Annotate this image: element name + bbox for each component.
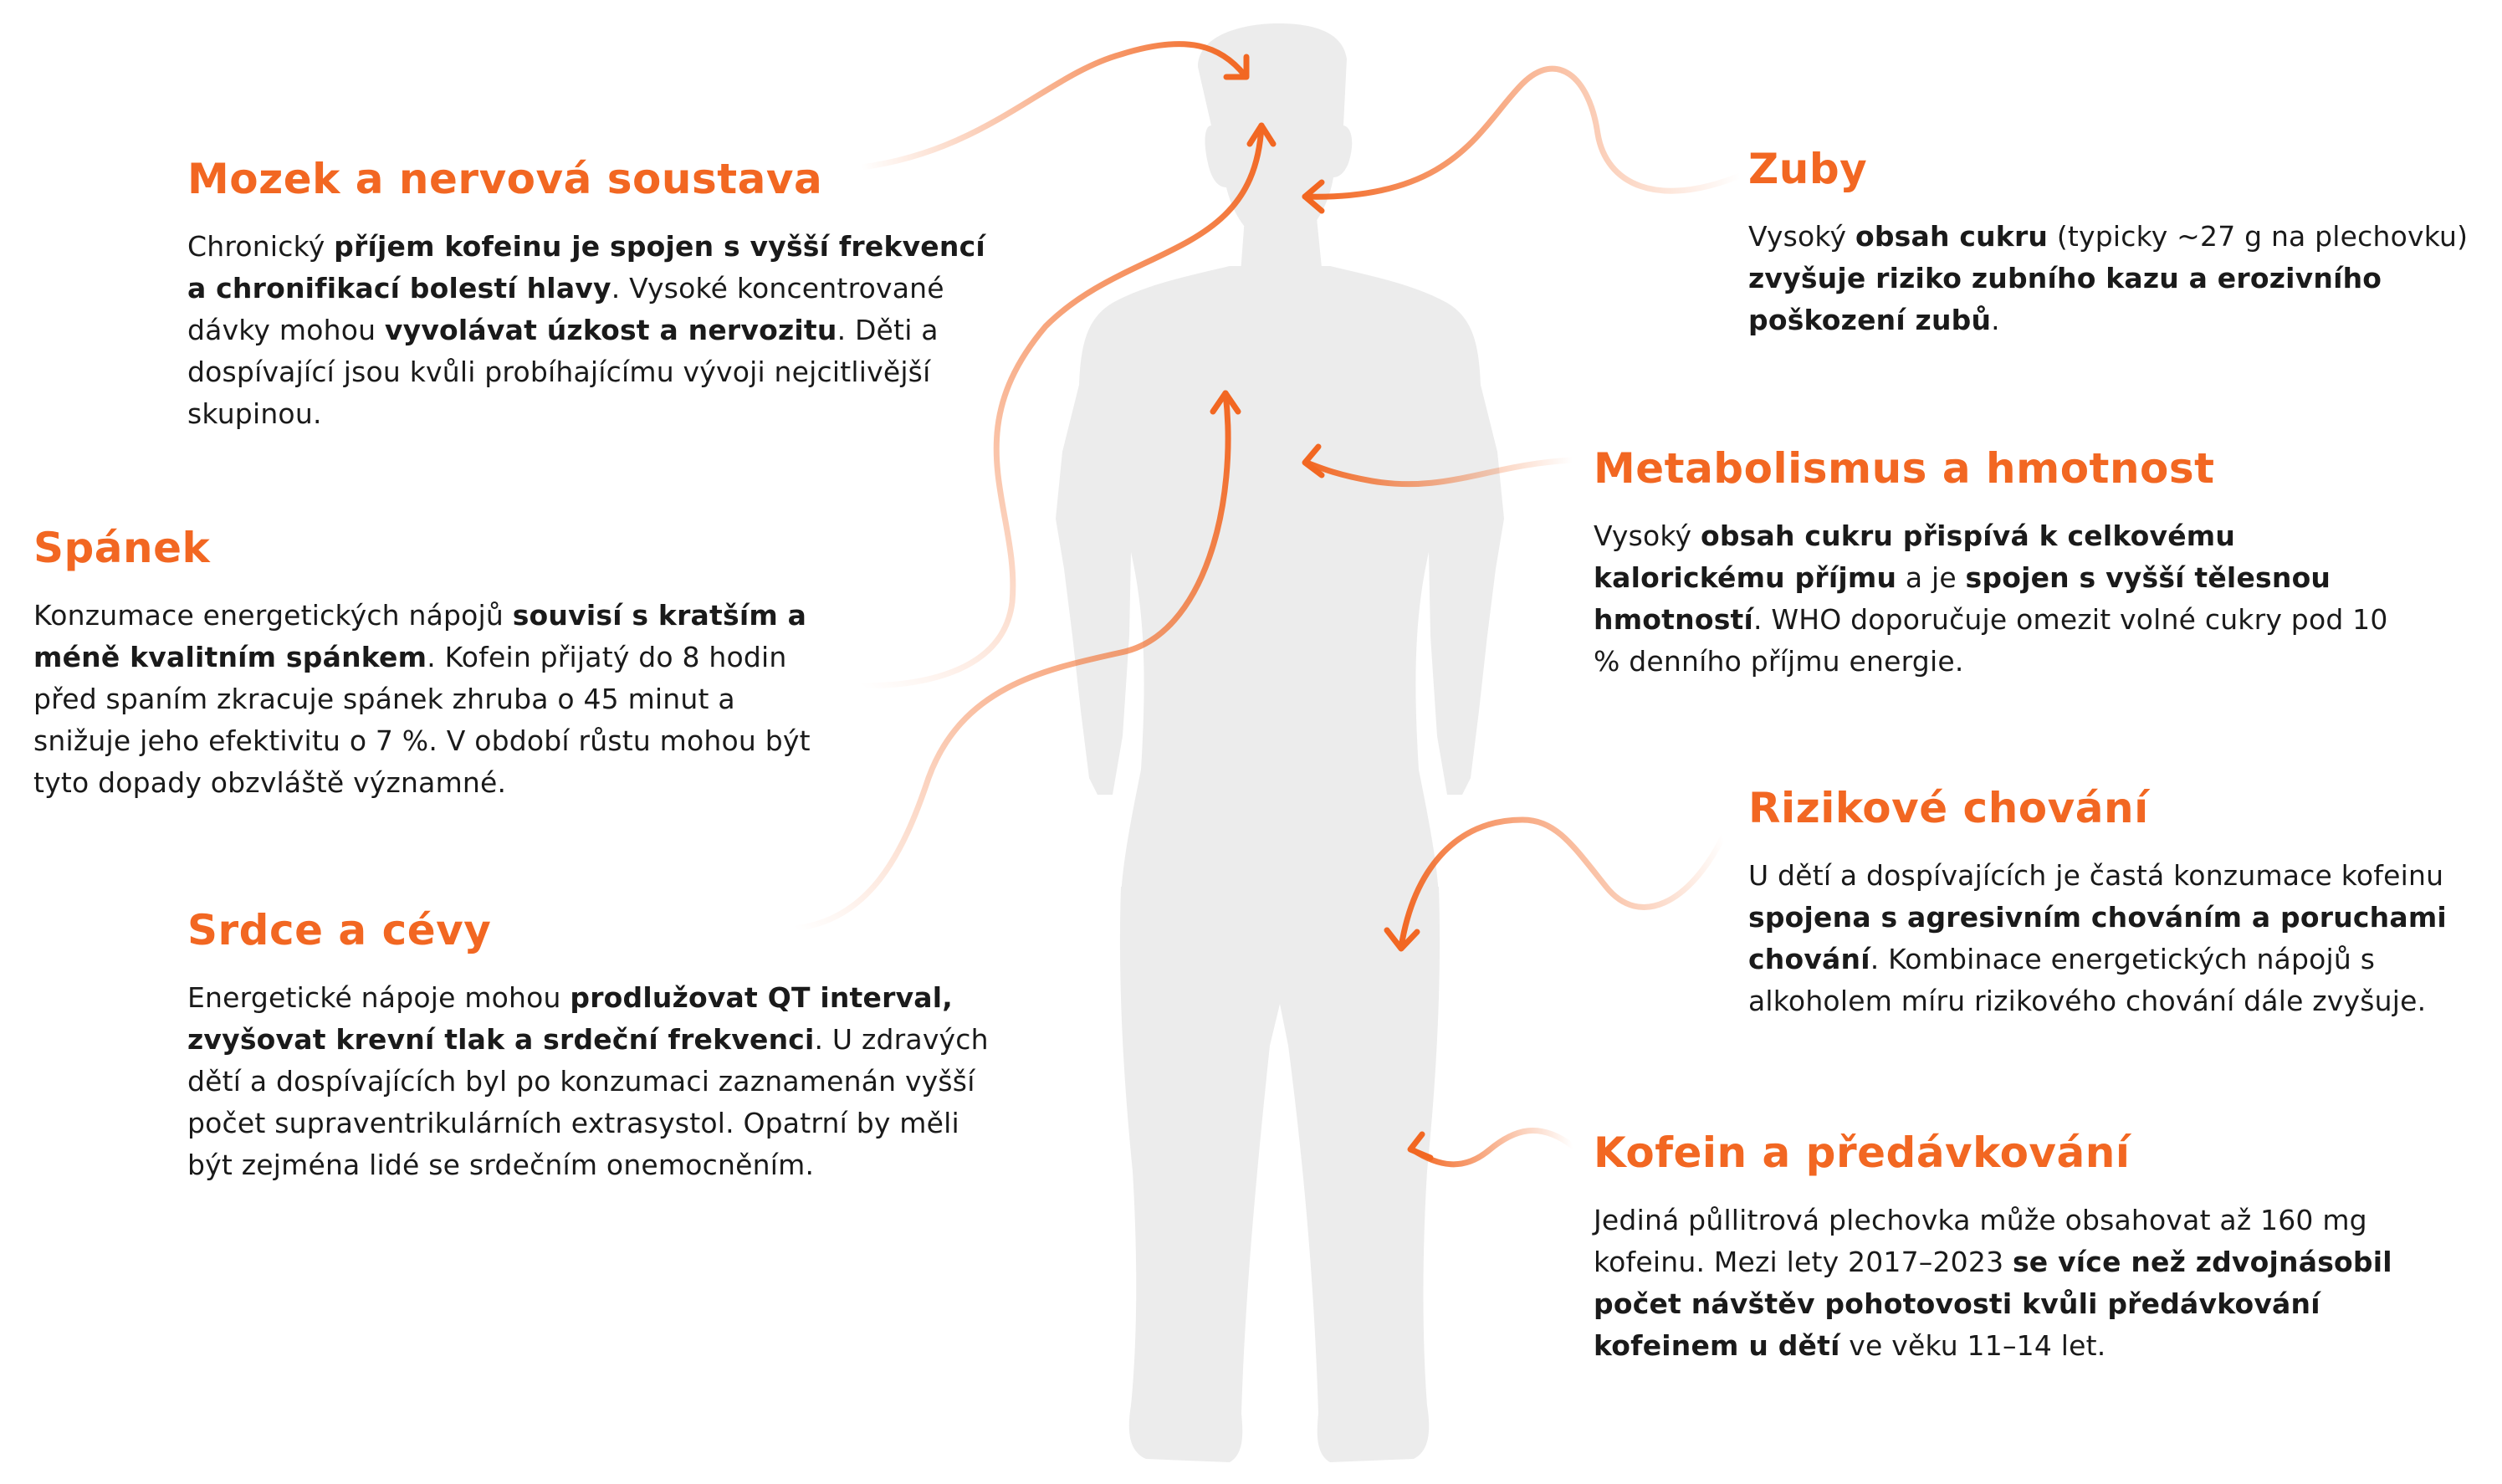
body-text: (typicky ~27 g na plechovku) [2048, 220, 2469, 253]
arrow-srdce [791, 390, 1241, 932]
arrow-mozek [858, 41, 1250, 171]
body-text: . [1991, 304, 2000, 336]
section-text: Konzumace energetických nápojů souvisí s… [33, 595, 837, 804]
section-spanek: Spánek Konzumace energetických nápojů so… [33, 523, 837, 804]
section-zuby: Zuby Vysoký obsah cukru (typicky ~27 g n… [1748, 144, 2484, 341]
section-text: U dětí a dospívajících je častá konzumac… [1748, 855, 2493, 1022]
body-text: a je [1896, 561, 1966, 594]
arrow-zuby [1302, 65, 1743, 214]
body-text: Konzumace energetických nápojů [33, 599, 513, 632]
highlighted-text: příjem kofeinu je spojen s vyšší frekven… [187, 230, 985, 304]
section-text: Vysoký obsah cukru (typicky ~27 g na ple… [1748, 216, 2484, 341]
body-text: Vysoký [1748, 220, 1855, 253]
body-text: Vysoký [1594, 519, 1701, 552]
section-metabolismus: Metabolismus a hmotnost Vysoký obsah cuk… [1594, 443, 2413, 683]
section-mozek: Mozek a nervová soustava Chronický příje… [187, 154, 1007, 435]
highlighted-text: vyvolávat úzkost a nervozitu [384, 314, 837, 346]
human-silhouette [1056, 23, 1504, 1462]
highlighted-text: se více než zdvojnásobil počet návštěv p… [1594, 1246, 2392, 1362]
section-rizikove-chovani: Rizikové chování U dětí a dospívajících … [1748, 783, 2493, 1022]
highlighted-text: spojen s vyšší tělesnou hmotností [1594, 561, 2331, 636]
section-text: Chronický příjem kofeinu je spojen s vyš… [187, 226, 1007, 435]
highlighted-text: prodlužovat QT interval, zvyšovat krevní… [187, 981, 954, 1056]
arrow-metabolismus [1302, 443, 1576, 488]
section-srdce: Srdce a cévy Energetické nápoje mohou pr… [187, 905, 1007, 1186]
section-title: Rizikové chování [1748, 784, 2149, 832]
section-title: Metabolismus a hmotnost [1594, 444, 2215, 493]
body-text: . U zdravých dětí a dospívajících byl po… [187, 1023, 989, 1181]
body-text: ve věku 11–14 let. [1839, 1329, 2106, 1362]
highlighted-text: spojena s agresivním chováním a porucham… [1748, 901, 2447, 975]
body-text: . Děti a dospívající jsou kvůli probíhaj… [187, 314, 939, 430]
section-title: Mozek a nervová soustava [187, 155, 823, 203]
section-text: Vysoký obsah cukru přispívá k celkovému … [1594, 515, 2413, 683]
body-text: . Vysoké koncentrované dávky mohou [187, 272, 944, 346]
body-text: . Kofein přijatý do 8 hodin před spaním … [33, 641, 811, 799]
body-text: Chronický [187, 230, 335, 263]
body-text: Energetické nápoje mohou [187, 981, 570, 1014]
body-text: U dětí a dospívajících je častá konzumac… [1748, 859, 2444, 892]
section-title: Kofein a předávkování [1594, 1128, 2131, 1177]
section-title: Srdce a cévy [187, 906, 492, 954]
arrow-spanek [858, 122, 1277, 689]
highlighted-text: obsah cukru [1855, 220, 2049, 253]
highlighted-text: obsah cukru přispívá k celkovému kaloric… [1594, 519, 2236, 594]
arrow-kofein [1407, 1128, 1576, 1168]
highlighted-text: zvyšuje riziko zubního kazu a erozivního… [1748, 262, 2382, 336]
body-text: . Kombinace energetických nápojů s alkoh… [1748, 943, 2427, 1017]
body-text: Jediná půllitrová plechovka může obsahov… [1594, 1204, 2367, 1278]
section-text: Energetické nápoje mohou prodlužovat QT … [187, 977, 1007, 1186]
section-title: Spánek [33, 524, 211, 572]
section-kofein: Kofein a předávkování Jediná půllitrová … [1594, 1128, 2430, 1367]
section-text: Jediná půllitrová plechovka může obsahov… [1594, 1200, 2430, 1367]
arrow-rizikove-chovani [1384, 816, 1727, 952]
section-title: Zuby [1748, 145, 1868, 193]
body-text: . WHO doporučuje omezit volné cukry pod … [1594, 603, 2388, 678]
highlighted-text: souvisí s kratším a méně kvalitním spánk… [33, 599, 807, 673]
